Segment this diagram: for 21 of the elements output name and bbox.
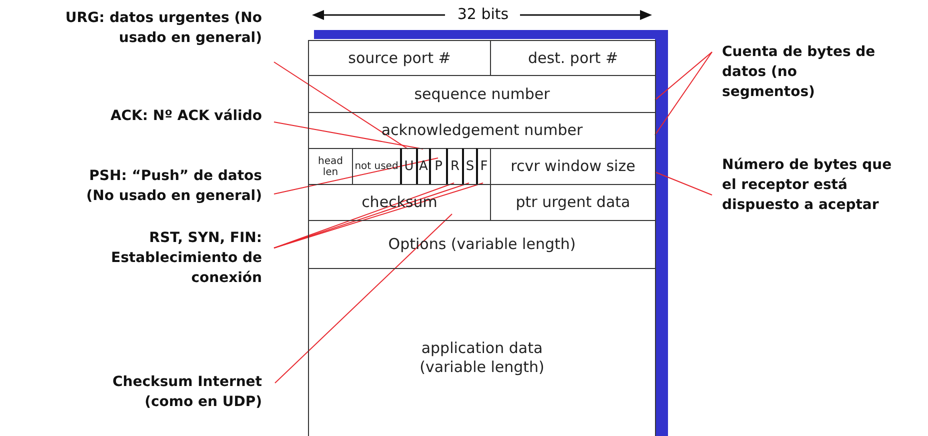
leader-line (274, 214, 452, 384)
annotation: Cuenta de bytes de datos (no segmentos) (722, 42, 892, 102)
flag-field: A (416, 148, 430, 185)
annotation: ACK: Nº ACK válido (62, 106, 262, 126)
dimension-label: 32 bits (456, 4, 510, 24)
annotation: RST, SYN, FIN: Establecimiento de conexión (62, 228, 262, 288)
header-field: dest. port # (490, 40, 656, 76)
leader-line (274, 158, 438, 194)
header-field: source port # (308, 40, 491, 76)
leader-line (274, 62, 408, 150)
leader-line (654, 52, 712, 100)
leader-line (654, 52, 712, 136)
annotation: PSH: “Push” de datos (No usado en general) (62, 166, 262, 206)
header-field: acknowledgement number (308, 112, 656, 149)
header-field: sequence number (308, 75, 656, 113)
annotation: URG: datos urgentes (No usado en general) (62, 8, 262, 48)
annotation: Número de bytes que el receptor está dispuesto a aceptar (722, 155, 892, 215)
annotation: Checksum Internet (como en UDP) (62, 372, 262, 412)
header-field: application data (variable length) (308, 268, 656, 436)
leader-line (274, 122, 424, 150)
leader-line (654, 172, 712, 196)
